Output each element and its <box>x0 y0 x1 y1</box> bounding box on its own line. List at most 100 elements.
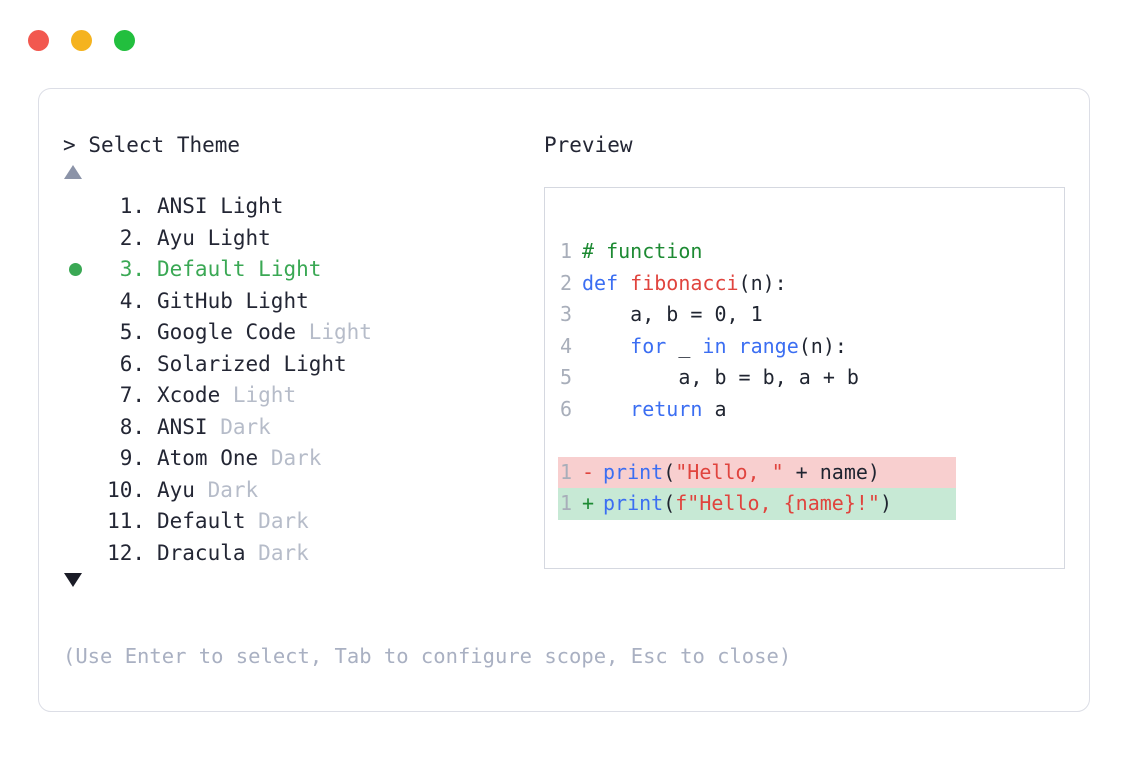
diff-code-text: print(f"Hello, {name}!") <box>603 488 892 520</box>
theme-name: GitHub <box>157 288 233 313</box>
code-text: for _ in range(n): <box>582 331 847 363</box>
theme-index: 8. <box>119 414 145 439</box>
code-token: (n): <box>798 333 847 358</box>
prompt-marker: > <box>63 133 76 157</box>
theme-name: ANSI <box>157 194 208 218</box>
code-token: in range <box>702 333 799 358</box>
theme-name: ANSI <box>157 414 208 439</box>
theme-variant: Dark <box>270 446 322 470</box>
code-text: def fibonacci(n): <box>582 268 787 300</box>
theme-name: Default <box>157 509 246 533</box>
theme-variant: Light <box>245 288 309 313</box>
diff-line-number: 1 <box>559 459 572 484</box>
preview-label: Preview <box>544 133 633 157</box>
diff-line-del: 1-print("Hello, " + name) <box>558 456 956 489</box>
theme-index: 12. <box>107 540 145 565</box>
theme-name: Atom One <box>157 446 259 470</box>
code-token: a <box>702 396 727 421</box>
diff-sign: + <box>582 491 595 515</box>
code-token: + name) <box>783 459 880 484</box>
theme-name: Dracula <box>157 540 246 565</box>
code-token: _ <box>666 333 703 358</box>
minimize-button-dot[interactable] <box>71 30 92 51</box>
theme-list-item[interactable]: 10.Ayu Dark <box>63 475 533 507</box>
theme-index: 9. <box>119 446 145 470</box>
theme-variant: Dark <box>220 414 271 439</box>
theme-variant: Light <box>207 225 271 250</box>
close-button-dot[interactable] <box>28 30 49 51</box>
theme-index: 1. <box>119 194 145 218</box>
theme-name: Xcode <box>157 383 221 407</box>
diff-sign: - <box>582 459 595 484</box>
code-line: 3 a, b = 0, 1 <box>558 299 1064 331</box>
theme-list-item[interactable]: 11.Default Dark <box>63 506 533 538</box>
theme-list-item[interactable]: 12. Dracula Dark <box>63 538 533 570</box>
selected-bullet-icon <box>69 263 82 277</box>
code-token: ( <box>663 459 676 484</box>
code-line: 5 a, b = b, a + b <box>558 362 1064 394</box>
line-number: 5 <box>559 365 572 389</box>
theme-name: Ayu <box>157 225 195 250</box>
theme-name: Default <box>157 257 246 281</box>
theme-variant: Dark <box>207 477 259 502</box>
code-token: (n): <box>738 270 787 295</box>
window-controls <box>28 30 135 51</box>
maximize-button-dot[interactable] <box>114 30 135 51</box>
theme-index: 2. <box>119 225 145 250</box>
theme-variant: Light <box>283 351 347 376</box>
theme-variant: Dark <box>258 509 309 533</box>
code-text: # function <box>582 236 702 268</box>
theme-variant: Dark <box>258 540 309 565</box>
theme-list-item[interactable]: 6.Solarized Light <box>63 349 533 381</box>
code-token <box>582 334 630 358</box>
code-text: return a <box>582 394 727 426</box>
theme-list-item[interactable]: 3. Default Light <box>63 254 533 286</box>
code-token: def <box>582 270 631 295</box>
theme-list-item[interactable]: 1. ANSI Light <box>63 191 533 223</box>
line-number: 4 <box>559 333 572 358</box>
page-title: Select Theme <box>88 133 241 157</box>
theme-index: 5. <box>119 320 145 344</box>
code-text: a, b = b, a + b <box>582 362 859 394</box>
scroll-down-indicator[interactable] <box>63 573 533 595</box>
code-token: print <box>603 491 664 515</box>
code-token: a, b = 0, 1 <box>582 302 763 326</box>
theme-list-item[interactable]: 9. Atom One Dark <box>63 443 533 475</box>
theme-name: Solarized <box>157 351 271 376</box>
line-number: 3 <box>559 302 572 326</box>
prompt-header: > Select Theme <box>63 131 533 159</box>
keyboard-hint: (Use Enter to select, Tab to configure s… <box>63 644 792 668</box>
theme-list-item[interactable]: 2. Ayu Light <box>63 223 533 255</box>
line-number: 6 <box>559 396 572 421</box>
scroll-up-indicator[interactable] <box>63 165 533 187</box>
theme-variant: Light <box>232 383 297 407</box>
code-token: return <box>630 396 703 421</box>
theme-list-item[interactable]: 5.Google Code Light <box>63 317 533 349</box>
code-token: a, b = b, a + b <box>582 365 859 389</box>
theme-list-item[interactable]: 4. GitHub Light <box>63 286 533 318</box>
code-token: ( <box>663 491 676 515</box>
code-line: 1 # function <box>558 236 1064 268</box>
line-number: 1 <box>559 239 572 263</box>
theme-variant: Light <box>220 194 284 218</box>
triangle-up-icon <box>64 165 82 179</box>
theme-index: 4. <box>119 288 145 313</box>
code-token: f"Hello, {name}!" <box>675 491 880 515</box>
diff-code-text: print("Hello, " + name) <box>603 457 880 489</box>
theme-variant: Light <box>258 257 322 281</box>
theme-list-item[interactable]: 8. ANSI Dark <box>63 412 533 444</box>
theme-list-item[interactable]: 7.Xcode Light <box>63 380 533 412</box>
theme-index: 3. <box>119 257 145 281</box>
code-line: 2 def fibonacci(n): <box>558 268 1064 300</box>
line-number: 2 <box>559 270 572 295</box>
code-token: # function <box>582 239 703 263</box>
code-token: ) <box>879 491 893 515</box>
theme-name: Ayu <box>157 477 195 502</box>
code-text: a, b = 0, 1 <box>582 299 763 331</box>
